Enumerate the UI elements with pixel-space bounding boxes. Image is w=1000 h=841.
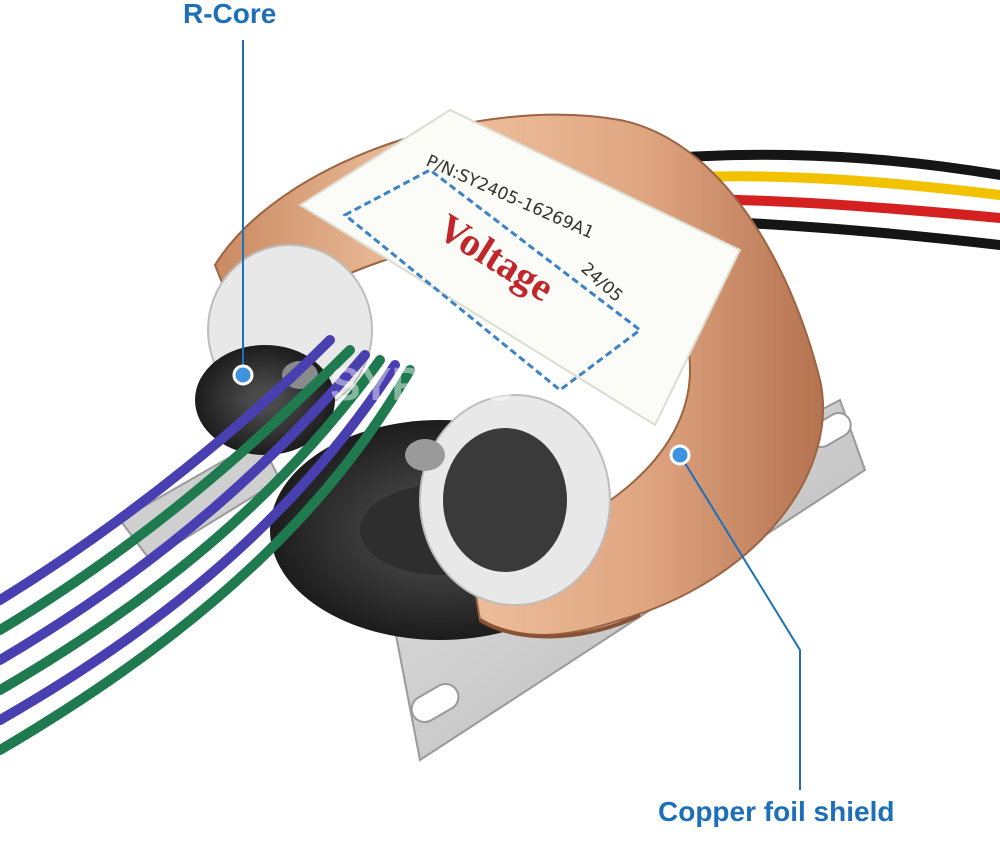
bobbin-right [419,394,611,606]
callout-label-copper-foil-shield: Copper foil shield [658,796,895,827]
bracket-slot-left [410,683,460,723]
callout-dot-r-core [232,364,254,386]
callout-r-core [232,40,254,386]
watermark-text: SYPDZS [330,358,514,410]
label-sticker: P/N:SY2405-16269A1 24/05 Voltage [298,108,742,427]
callout-copper-foil-shield [669,444,801,790]
callout-dot-copper-foil [669,444,691,466]
output-wires-front [0,335,415,755]
callout-label-r-core: R-Core [183,0,277,29]
